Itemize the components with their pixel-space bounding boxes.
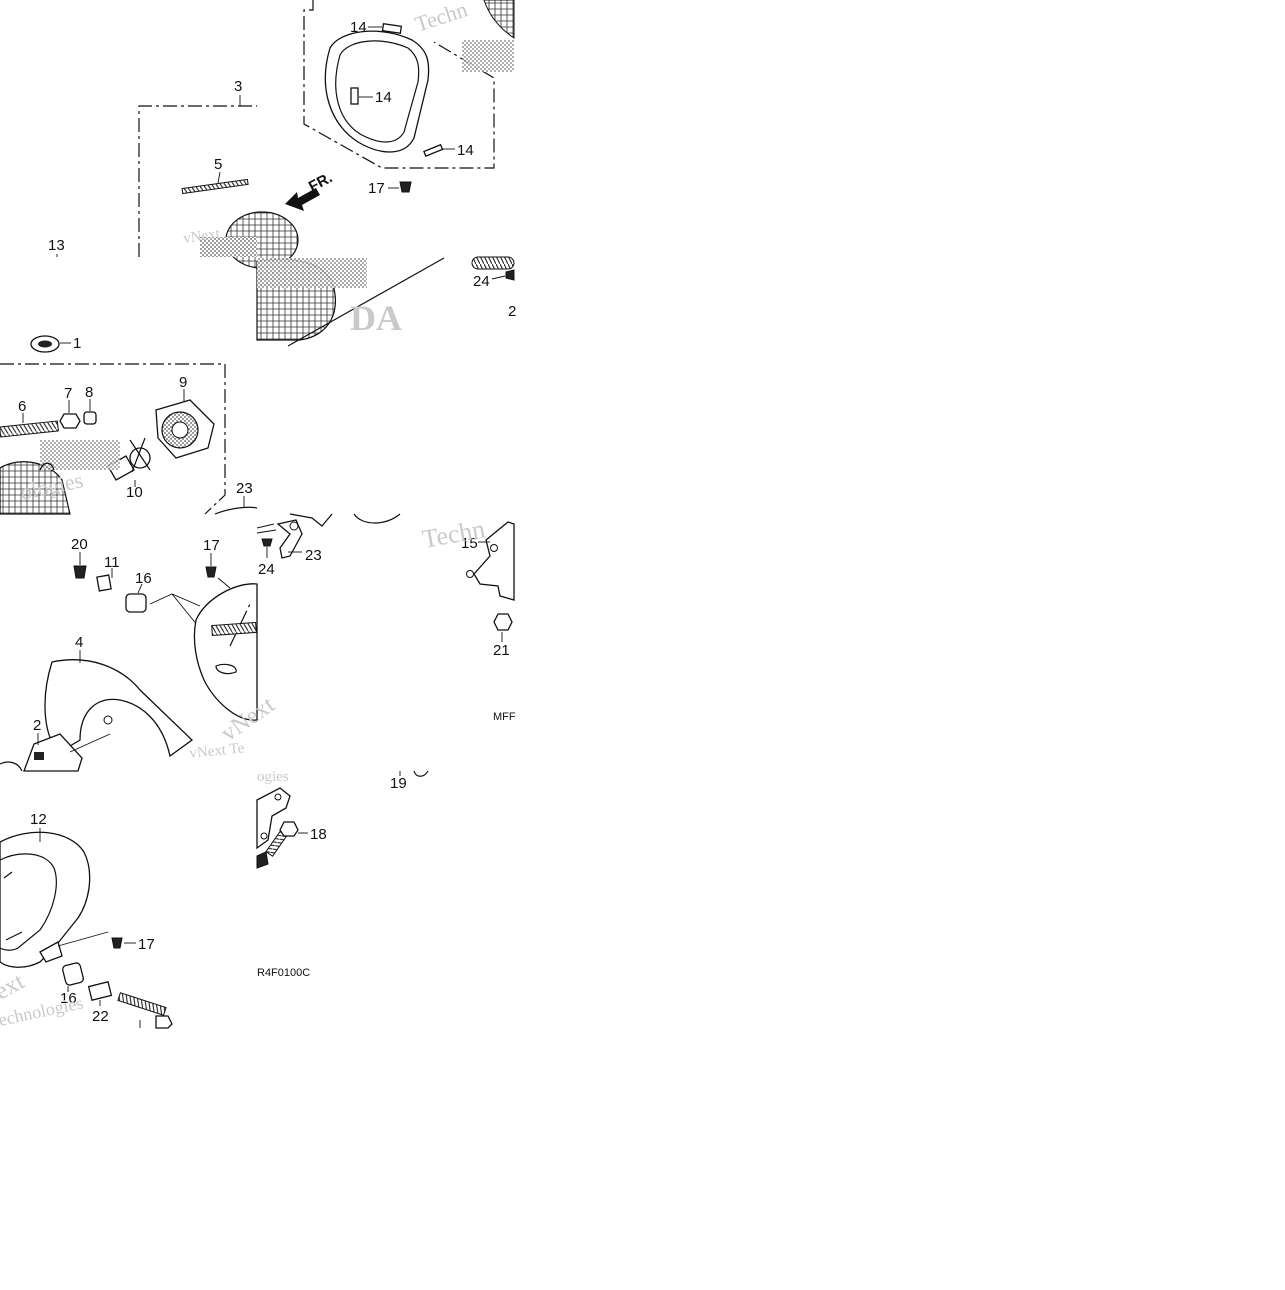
headlight-case <box>193 583 258 721</box>
callout-15[interactable]: 15 <box>461 535 478 552</box>
callout-7[interactable]: 7 <box>64 385 72 402</box>
callout-23-bottom[interactable]: 23 <box>305 547 322 564</box>
tile-top-left: 3 5 vNext 13 <box>48 78 299 269</box>
callout-14-mid[interactable]: 14 <box>375 89 392 106</box>
callout-1[interactable]: 1 <box>73 335 81 352</box>
callout-21[interactable]: 21 <box>493 642 510 659</box>
cover-panel-4 <box>44 659 194 758</box>
callout-14-top[interactable]: 14 <box>350 19 367 36</box>
callout-17-mid[interactable]: 17 <box>203 537 220 554</box>
collar-22 <box>87 981 113 1001</box>
tile-lower-left: 20 11 16 17 4 2 vNext Te vNext <box>0 536 280 772</box>
screw-17-top <box>399 181 412 193</box>
bracket-rim <box>303 0 495 169</box>
strip-24 <box>471 256 515 270</box>
callout-17-bottom[interactable]: 17 <box>138 936 155 953</box>
watermark: DA <box>350 298 402 338</box>
callout-19[interactable]: 19 <box>390 775 407 792</box>
callout-5[interactable]: 5 <box>214 156 222 173</box>
callout-12[interactable]: 12 <box>30 811 47 828</box>
watermark: vNext Te <box>189 740 246 762</box>
bracket-15 <box>473 521 515 601</box>
callout-24-bottom[interactable]: 24 <box>258 561 275 578</box>
callout-16-top[interactable]: 16 <box>135 570 152 587</box>
callout-11[interactable]: 11 <box>104 554 120 571</box>
collar-11 <box>96 574 112 592</box>
callout-3[interactable]: 3 <box>234 78 242 95</box>
screw-17-bottom <box>111 937 123 949</box>
callout-2-edge[interactable]: 2 <box>508 303 516 320</box>
callout-22[interactable]: 22 <box>92 1008 109 1025</box>
callout-6[interactable]: 6 <box>18 398 26 415</box>
bolt-5 <box>181 178 249 195</box>
bracket-bulb <box>0 363 226 515</box>
bracket-3 <box>138 105 257 257</box>
watermark: vNext <box>182 226 221 247</box>
bolt-long <box>117 992 167 1016</box>
callout-20[interactable]: 20 <box>71 536 88 553</box>
tile-middle-left: 1 6 7 8 9 10 ologies 23 <box>0 335 258 515</box>
nut-21 <box>493 613 513 631</box>
clip-14-top <box>381 23 403 34</box>
callout-4[interactable]: 4 <box>75 634 83 651</box>
callout-9[interactable]: 9 <box>179 374 187 391</box>
callout-18[interactable]: 18 <box>310 826 327 843</box>
bracket-2 <box>23 733 83 772</box>
spring-6 <box>0 420 59 438</box>
headlight-rim <box>324 30 430 153</box>
clip-14-bottom <box>423 143 444 157</box>
callout-14-bottom[interactable]: 14 <box>457 142 474 159</box>
screw-24 <box>261 538 273 547</box>
watermark: ext <box>0 968 29 1005</box>
callout-24-top[interactable]: 24 <box>473 273 490 290</box>
front-direction-arrow <box>285 188 320 211</box>
diagram-code-left: R4F0100C <box>257 967 310 979</box>
bushing-16-bottom <box>62 962 84 986</box>
nut-7 <box>59 413 81 429</box>
clip-14-mid <box>350 87 359 105</box>
callout-13[interactable]: 13 <box>48 237 65 254</box>
callout-23-top[interactable]: 23 <box>236 480 253 497</box>
rubber-20 <box>73 565 87 579</box>
headlight-housing-12 <box>0 831 91 968</box>
tile-top-right: 14 14 14 17 FR. Techn <box>285 0 515 211</box>
tile-middle-right: DA 24 2 <box>256 256 516 347</box>
callout-2[interactable]: 2 <box>33 717 41 734</box>
screw-17-mid <box>205 566 217 578</box>
callout-16-bottom[interactable]: 16 <box>60 990 77 1007</box>
diagram-code-right: MFF <box>493 711 516 723</box>
tile-bottom-left: 12 17 16 22 ext echnologies <box>0 811 173 1030</box>
callout-17-top[interactable]: 17 <box>368 180 385 197</box>
watermark: ogies <box>257 769 289 785</box>
callout-10[interactable]: 10 <box>126 484 143 501</box>
watermark: Techn <box>412 0 471 37</box>
cap-8 <box>83 411 97 425</box>
bushing-16-top <box>125 593 147 613</box>
callout-8[interactable]: 8 <box>85 384 93 401</box>
tile-bottom-right: ogies 19 18 R4F0100C <box>256 769 429 979</box>
tile-lower-right: 23 24 15 21 MFF Techn <box>256 513 516 723</box>
